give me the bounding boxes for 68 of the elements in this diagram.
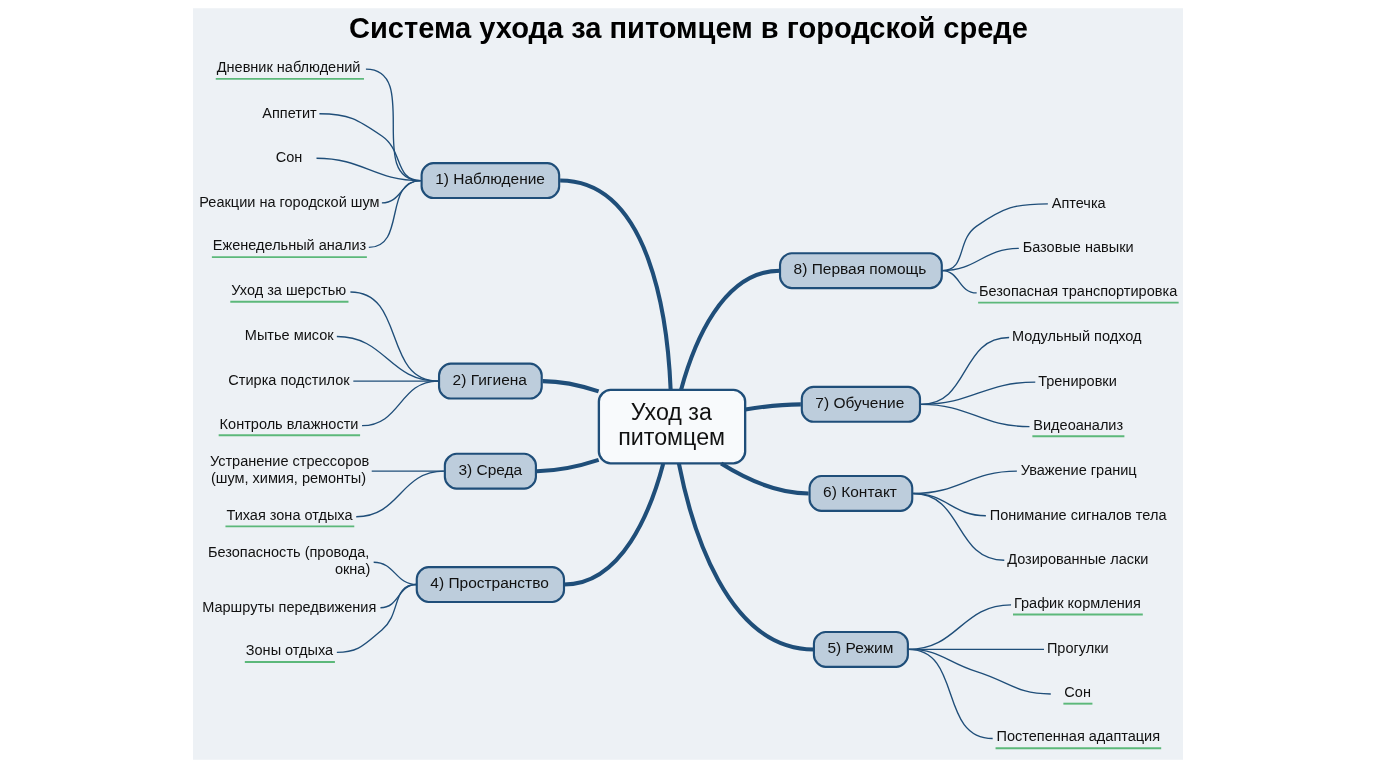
node-text: Аппетит [262, 104, 317, 121]
node-text: Уважение границ [1020, 462, 1137, 479]
node-box: 1) Наблюдение [420, 162, 561, 200]
node-label: Контроль влажности [219, 415, 359, 432]
node-box: 8) Первая помощь [778, 252, 943, 290]
node-box [1013, 613, 1143, 616]
connector [368, 179, 422, 249]
node-label: Дневник наблюдений [216, 59, 361, 76]
connector [542, 379, 600, 394]
connector [349, 291, 439, 382]
node-box [230, 300, 349, 303]
connector [336, 583, 418, 653]
node-label: Постепенная адаптация [996, 728, 1161, 745]
connector [941, 270, 978, 294]
node-label: Сон [1064, 683, 1091, 700]
node-text: Безопасность (провода, окна) [208, 544, 371, 577]
node-box: 4) Пространство [415, 566, 566, 603]
node-box: Уход за питомцем [597, 388, 747, 465]
diagram-title: Система ухода за питомцем в городской среде [348, 12, 1028, 45]
node-text: Маршруты передвижения [202, 598, 377, 615]
node-box [1032, 435, 1125, 438]
node-label: График кормления [1013, 594, 1141, 611]
node-text: Тренировки [1038, 372, 1117, 389]
node-text: Реакции на городской шум [199, 193, 380, 210]
node-box [244, 661, 335, 663]
node-text: Стирка подстилок [228, 371, 350, 388]
node-box: 2) Гигиена [438, 362, 543, 400]
node-text: Базовые навыки [1022, 239, 1134, 256]
node-box [218, 434, 361, 437]
node-text: Понимание сигналов тела [989, 506, 1167, 523]
node-box [211, 256, 367, 259]
node-box [1063, 702, 1093, 705]
node-label: Зоны отдыха [245, 642, 334, 659]
node-box [978, 301, 1179, 304]
connector [744, 402, 801, 412]
connector [559, 178, 673, 390]
connector [676, 463, 814, 652]
connector [563, 463, 666, 587]
node-box [225, 525, 355, 528]
node-box [995, 747, 1162, 750]
node-text: Дозированные ласки [1007, 551, 1149, 568]
node-text: Модульный подход [1012, 328, 1142, 345]
node-box: 5) Режим [812, 630, 909, 668]
connector [907, 648, 994, 740]
connector [352, 380, 439, 382]
node-box: 7) Обучение [800, 385, 922, 423]
node-label: Безопасная транспортировка [979, 282, 1178, 299]
connector [920, 403, 1031, 428]
node-label: Еженедельный анализ [212, 237, 367, 254]
node-label: Тихая зона отдыха [226, 506, 353, 523]
node-box: 6) Контакт [808, 474, 914, 512]
connector [920, 336, 1010, 405]
node-label: Уход за шерстью [231, 281, 347, 298]
node-text: Сон [275, 149, 303, 166]
connector [912, 492, 1005, 561]
connector [720, 461, 809, 496]
connector [536, 458, 600, 474]
node-text: Прогулки [1046, 640, 1109, 657]
node-text: Мытье мисок [244, 327, 334, 344]
connector [361, 380, 439, 427]
node-box: 3) Среда [443, 452, 537, 490]
node-label: Видеоанализ [1033, 416, 1124, 433]
node-text: Аптечка [1051, 194, 1106, 211]
connector [336, 335, 439, 382]
node-box [215, 77, 364, 80]
connector [679, 268, 781, 391]
connector [355, 470, 445, 518]
node-text: Устранение стрессоров (шум, химия, ремонты) [209, 453, 370, 486]
